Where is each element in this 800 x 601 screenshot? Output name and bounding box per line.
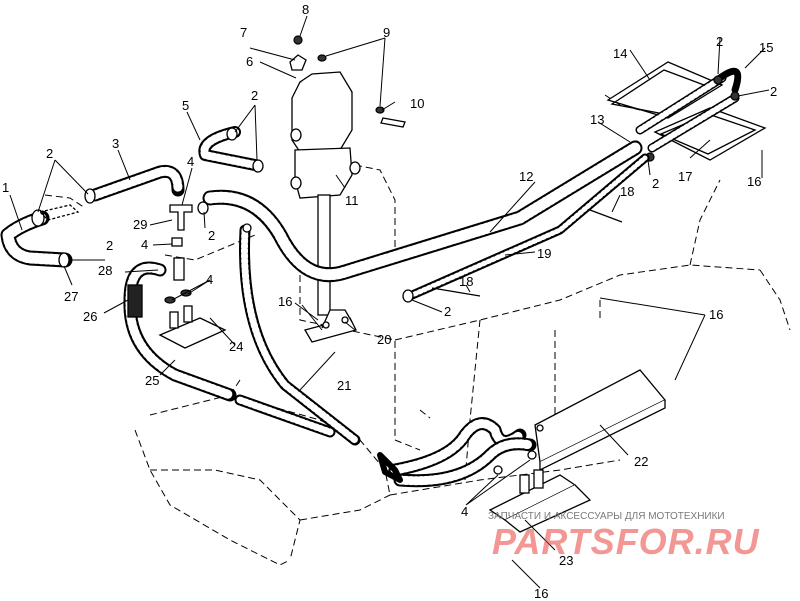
- exchanger-pipes: [631, 67, 742, 162]
- callout-14: 14: [613, 46, 627, 61]
- callout-23: 23: [559, 553, 573, 568]
- callout-29: 29: [133, 217, 147, 232]
- callout-2: 2: [208, 228, 215, 243]
- callout-11: 11: [345, 193, 359, 208]
- callout-27: 27: [64, 289, 78, 304]
- callout-2: 2: [770, 84, 777, 99]
- callout-13: 13: [590, 112, 604, 127]
- callout-2: 2: [444, 304, 451, 319]
- watermark-tagline: ЗАПЧАСТИ И АКСЕССУАРЫ ДЛЯ МОТОТЕХНИКИ: [488, 511, 725, 522]
- callout-2: 2: [46, 146, 53, 161]
- lower-heat-exchanger-plate: [488, 369, 667, 533]
- callout-16: 16: [534, 586, 548, 601]
- callout-12: 12: [519, 169, 533, 184]
- tank-mount-bracket: [304, 309, 357, 343]
- callout-9: 9: [383, 25, 390, 40]
- callout-26: 26: [83, 309, 97, 324]
- callout-7: 7: [240, 25, 247, 40]
- callout-1: 1: [2, 180, 9, 195]
- callout-4: 4: [206, 272, 213, 287]
- callout-labels: 1 2 2 2 2 2 2 2 2 3 4 4 4 4 5 6 7 8 9 10…: [2, 2, 777, 601]
- callout-2: 2: [716, 34, 723, 49]
- callout-19: 19: [537, 246, 551, 261]
- callout-4: 4: [141, 237, 148, 252]
- leader-lines: [9, 15, 770, 589]
- callout-8: 8: [302, 2, 309, 17]
- callout-22: 22: [634, 454, 648, 469]
- callout-16: 16: [709, 307, 723, 322]
- chassis-outline: [44, 94, 791, 566]
- callout-25: 25: [145, 373, 159, 388]
- callout-2: 2: [251, 88, 258, 103]
- callout-3: 3: [112, 136, 119, 151]
- callout-20: 20: [377, 332, 391, 347]
- callout-24: 24: [229, 339, 243, 354]
- callout-16: 16: [278, 294, 292, 309]
- callout-17: 17: [678, 169, 692, 184]
- callout-2: 2: [652, 176, 659, 191]
- callout-15: 15: [759, 40, 773, 55]
- callout-5: 5: [182, 98, 189, 113]
- callout-2: 2: [106, 238, 113, 253]
- watermark-logo: PARTSFOR.RU: [492, 521, 760, 562]
- callout-16: 16: [747, 174, 761, 189]
- callout-4: 4: [187, 154, 194, 169]
- callout-6: 6: [246, 54, 253, 69]
- callout-18: 18: [620, 184, 634, 199]
- callout-4: 4: [461, 504, 468, 519]
- callout-21: 21: [337, 378, 351, 393]
- clamps-and-fittings: [31, 127, 623, 475]
- coolant-hoses: [0, 126, 650, 488]
- coolant-reservoir-tank: [289, 35, 406, 316]
- callout-10: 10: [410, 96, 424, 111]
- fitting-bracket: [158, 289, 227, 349]
- callout-28: 28: [98, 263, 112, 278]
- callout-18: 18: [459, 274, 473, 289]
- watermark: ЗАПЧАСТИ И АКСЕССУАРЫ ДЛЯ МОТОТЕХНИКИ PA…: [488, 511, 760, 562]
